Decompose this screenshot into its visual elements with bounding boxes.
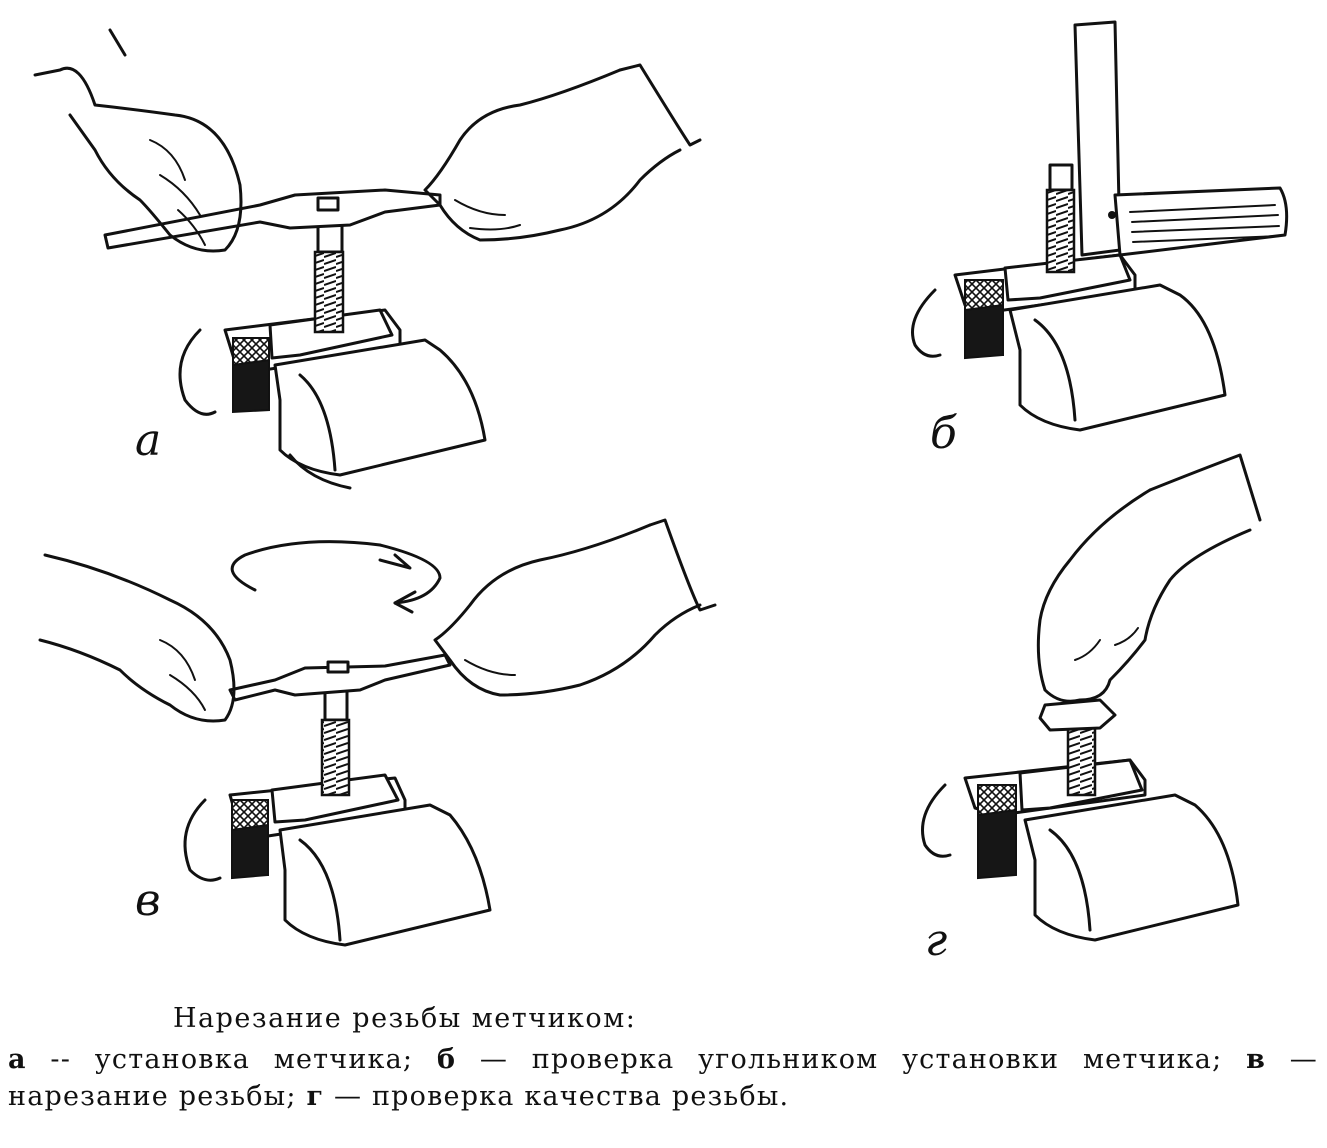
right-hand-icon xyxy=(1036,453,1262,703)
rotation-arrow-icon xyxy=(230,540,442,614)
panel-v-drawing: в xyxy=(38,518,717,947)
figure-caption: Нарезание резьбы метчиком: а -- установк… xyxy=(8,1002,1318,1116)
tap-icon xyxy=(320,688,351,797)
panel-g-label: г xyxy=(925,915,947,966)
panel-a-label: а xyxy=(135,415,161,466)
tap-icon xyxy=(313,220,345,334)
left-hand-icon xyxy=(33,28,243,253)
right-hand-icon xyxy=(433,518,717,697)
right-hand-icon xyxy=(423,63,702,242)
try-square-icon xyxy=(1073,20,1289,257)
caption-body: а -- установка метчика; б — проверка уго… xyxy=(8,1042,1318,1116)
bolt-icon xyxy=(1066,723,1097,797)
vise-icon xyxy=(921,758,1240,942)
tap-wrench-icon xyxy=(103,188,442,250)
vise-icon xyxy=(178,308,487,490)
caption-item-b-sep: — xyxy=(456,1043,532,1075)
panel-b-drawing: б xyxy=(911,20,1289,459)
panel-b-label: б xyxy=(930,408,957,459)
caption-item-v-text: нарезание резьбы; xyxy=(8,1080,297,1112)
caption-item-v-sep: — xyxy=(1266,1043,1318,1075)
vise-icon xyxy=(911,253,1227,432)
caption-item-a-sep: -- xyxy=(26,1043,95,1075)
tap-wrench-icon xyxy=(228,653,452,702)
caption-item-g-sep: — xyxy=(324,1080,372,1112)
tap-icon xyxy=(1045,163,1076,274)
panel-v-label: в xyxy=(135,875,161,926)
tapping-illustration: а б xyxy=(33,20,1289,966)
caption-title: Нарезание резьбы метчиком: xyxy=(173,1003,637,1034)
caption-item-b-key: б xyxy=(436,1043,457,1075)
caption-item-g-key: г xyxy=(306,1080,325,1112)
left-hand-icon xyxy=(38,553,236,723)
nut-icon xyxy=(1038,698,1117,732)
caption-item-v-key: в xyxy=(1246,1043,1267,1075)
caption-item-a-text: установка метчика; xyxy=(94,1043,414,1075)
caption-item-g-text: проверка качества резьбы. xyxy=(371,1080,790,1112)
caption-item-a-key: а xyxy=(8,1043,27,1075)
panel-g-drawing: г xyxy=(921,453,1262,966)
caption-item-b-text: проверка угольником установки метчика; xyxy=(531,1043,1223,1075)
vise-icon xyxy=(183,773,492,947)
panel-a-drawing: а xyxy=(33,28,702,490)
